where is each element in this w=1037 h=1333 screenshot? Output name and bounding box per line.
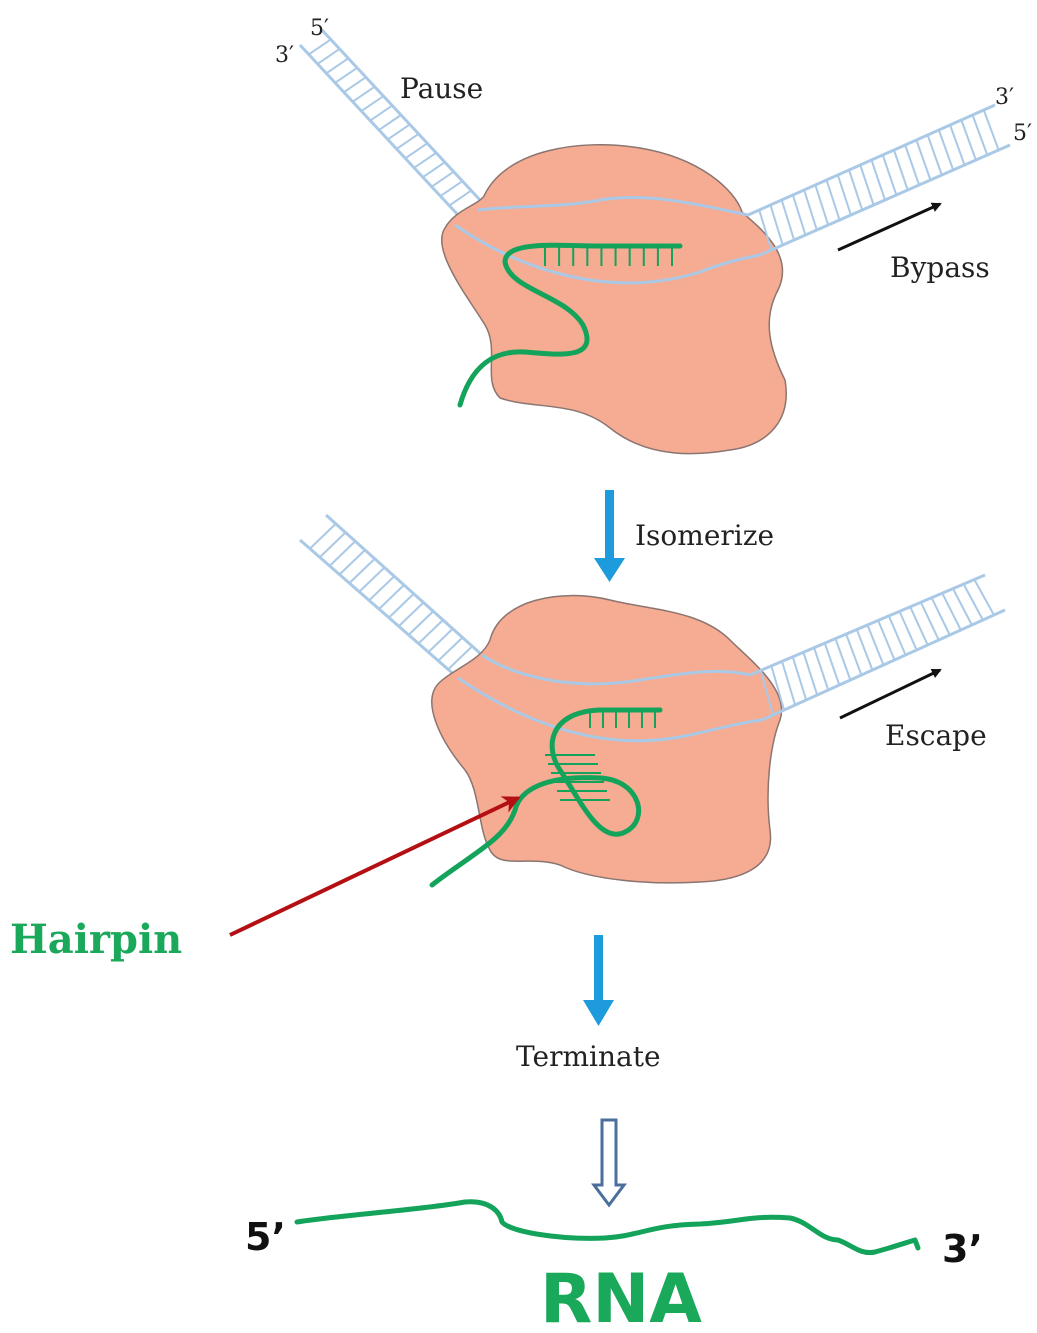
base-pair-rung: [399, 603, 424, 627]
base-pair-rung: [825, 643, 840, 685]
base-pair-rung: [370, 106, 392, 121]
isomerize-step: Isomerize: [594, 490, 774, 582]
hairpin-pointer-arrow: [230, 798, 518, 935]
hairpin-complex: Escape: [300, 515, 1005, 885]
hairpin-label: Hairpin: [10, 916, 182, 963]
base-pair-rung: [984, 110, 999, 150]
dna-5prime-label: 5′: [310, 16, 329, 41]
base-pair-rung: [793, 195, 806, 235]
base-pair-rung: [419, 620, 444, 644]
base-pair-rung: [428, 629, 452, 652]
base-pair-rung: [803, 652, 817, 695]
rna-polymerase: [442, 145, 787, 454]
downstream-dna-helix-2: [750, 575, 1005, 720]
base-pair-rung: [849, 170, 862, 210]
base-pair-rung: [782, 661, 795, 705]
base-pair-rung: [423, 162, 445, 177]
base-pair-rung: [973, 115, 988, 155]
terminate-step: Terminate: [516, 935, 661, 1073]
isomerize-label: Isomerize: [635, 519, 774, 552]
rna-strand: [297, 1202, 918, 1253]
base-pair-rung: [335, 68, 357, 83]
base-pair-rung: [440, 181, 462, 196]
base-pair-rung: [857, 630, 873, 670]
terminate-label: Terminate: [516, 1040, 661, 1073]
base-pair-rung: [860, 165, 873, 205]
released-rna: 5’ 3’ RNA: [245, 1202, 983, 1333]
base-pair-rung: [432, 172, 454, 187]
base-pair-rung: [449, 191, 471, 206]
dna-right-5prime-label: 5′: [1013, 121, 1032, 146]
base-pair-rung: [838, 175, 851, 215]
base-pair-rung: [878, 620, 894, 660]
upstream-dna-helix: [300, 30, 480, 215]
rna-3prime-label: 3’: [942, 1227, 983, 1271]
bypass-arrow: [838, 204, 940, 250]
base-pair-rung: [916, 140, 930, 180]
base-pair-rung: [950, 125, 964, 165]
base-pair-rung: [438, 638, 462, 661]
base-pair-rung: [361, 96, 383, 111]
base-pair-rung: [827, 180, 840, 220]
rna-label: RNA: [540, 1260, 702, 1333]
product-arrow: [594, 1120, 624, 1205]
rna-5prime-label: 5’: [245, 1215, 286, 1259]
base-pair-rung: [939, 130, 953, 170]
base-pair-rung: [353, 87, 375, 102]
base-pair-rung: [414, 153, 436, 168]
dna-right-3prime-label: 3′: [995, 85, 1014, 110]
escape-label: Escape: [885, 719, 987, 752]
base-pair-rung: [409, 611, 434, 635]
base-pair-rung: [846, 634, 861, 675]
base-pair-rung: [388, 124, 410, 139]
base-pair-rung: [379, 115, 401, 130]
base-pair-rung: [326, 58, 348, 73]
base-pair-rung: [804, 190, 817, 230]
base-pair-rung: [961, 120, 976, 160]
base-pair-rung: [883, 155, 897, 195]
base-pair-rung: [782, 200, 794, 240]
base-pair-rung: [318, 49, 340, 64]
base-pair-rung: [868, 625, 884, 665]
isomerize-arrow: [594, 558, 625, 582]
pause-label: Pause: [400, 72, 483, 105]
base-pair-rung: [815, 185, 828, 225]
base-pair-rung: [814, 648, 828, 690]
bypass-label: Bypass: [890, 251, 990, 284]
base-pair-rung: [389, 594, 414, 618]
terminate-arrow: [583, 1000, 614, 1026]
base-pair-rung: [905, 145, 919, 185]
base-pair-rung: [793, 657, 806, 700]
base-pair-rung: [344, 77, 366, 92]
dna-3prime-label: 3′: [275, 43, 294, 68]
base-pair-rung: [928, 135, 942, 175]
upstream-dna-helix-2: [300, 515, 482, 678]
base-pair-rung: [309, 39, 331, 54]
base-pair-rung: [397, 134, 419, 149]
base-pair-rung: [770, 205, 782, 245]
base-pair-rung: [835, 639, 850, 680]
base-pair-rung: [405, 143, 427, 158]
base-pair-rung: [872, 160, 886, 200]
base-pair-rung: [894, 150, 908, 190]
pause-complex: 5′ 3′ 3′ 5′ Pause Bypass: [275, 16, 1032, 454]
